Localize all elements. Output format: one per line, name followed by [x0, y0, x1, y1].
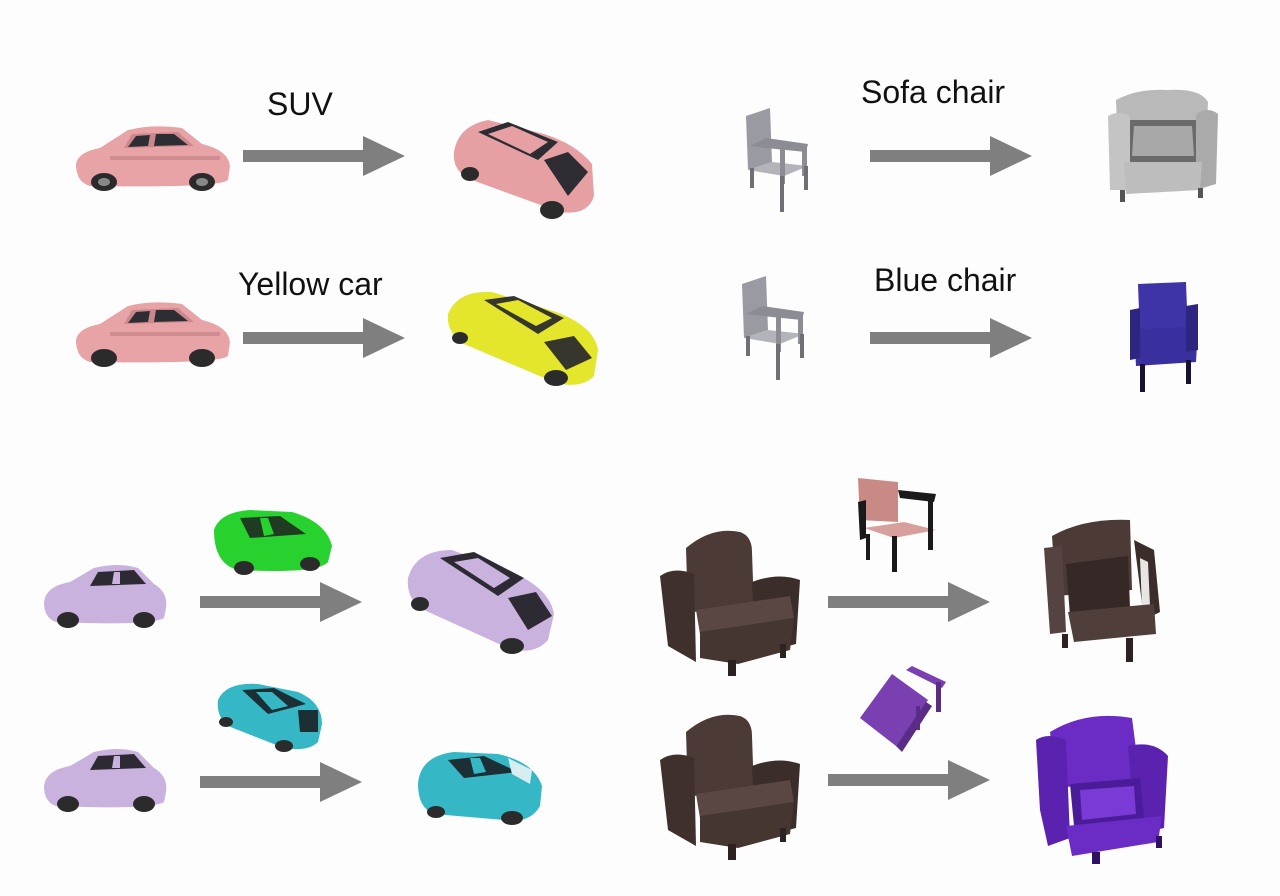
pink-sedan-source-icon [76, 126, 230, 191]
lavender-car-source-icon [44, 565, 167, 628]
brown-armchair-source-2-icon [660, 714, 800, 860]
arrow-right-icon [243, 318, 405, 358]
gray-chair-source-icon [746, 108, 808, 212]
cyan-car-result-icon [418, 752, 542, 825]
purple-armchair-result-icon [1036, 715, 1168, 864]
pink-chair-reference-icon [858, 478, 936, 572]
blue-chair-result-icon [1130, 282, 1198, 392]
arrow-right-icon [828, 760, 990, 800]
green-car-reference-icon [214, 510, 332, 575]
arrow-right-icon [200, 762, 362, 802]
cyan-car-reference-icon [217, 683, 322, 752]
arrow-right-icon [243, 136, 405, 176]
gray-chair-source-2-icon [742, 276, 804, 380]
yellow-car-result-icon [447, 291, 598, 386]
arrow-right-icon [870, 136, 1032, 176]
pink-suv-result-icon [453, 120, 594, 219]
brown-armchair-result-icon [1044, 519, 1160, 662]
brown-armchair-source-icon [660, 530, 800, 676]
arrow-right-icon [870, 318, 1032, 358]
lavender-car-source-2-icon [44, 749, 167, 812]
arrow-right-icon [828, 582, 990, 622]
lavender-hatchback-result-icon [407, 550, 554, 654]
blue-chair-label: Blue chair [874, 262, 1017, 298]
arrow-right-icon [200, 582, 362, 622]
sofa-chair-label: Sofa chair [861, 74, 1006, 110]
yellow-car-label: Yellow car [238, 266, 383, 302]
purple-chair-reference-icon [860, 666, 946, 752]
gray-sofa-chair-result-icon [1108, 89, 1218, 202]
pink-sedan-source-2-icon [76, 302, 230, 367]
suv-label: SUV [267, 86, 333, 122]
